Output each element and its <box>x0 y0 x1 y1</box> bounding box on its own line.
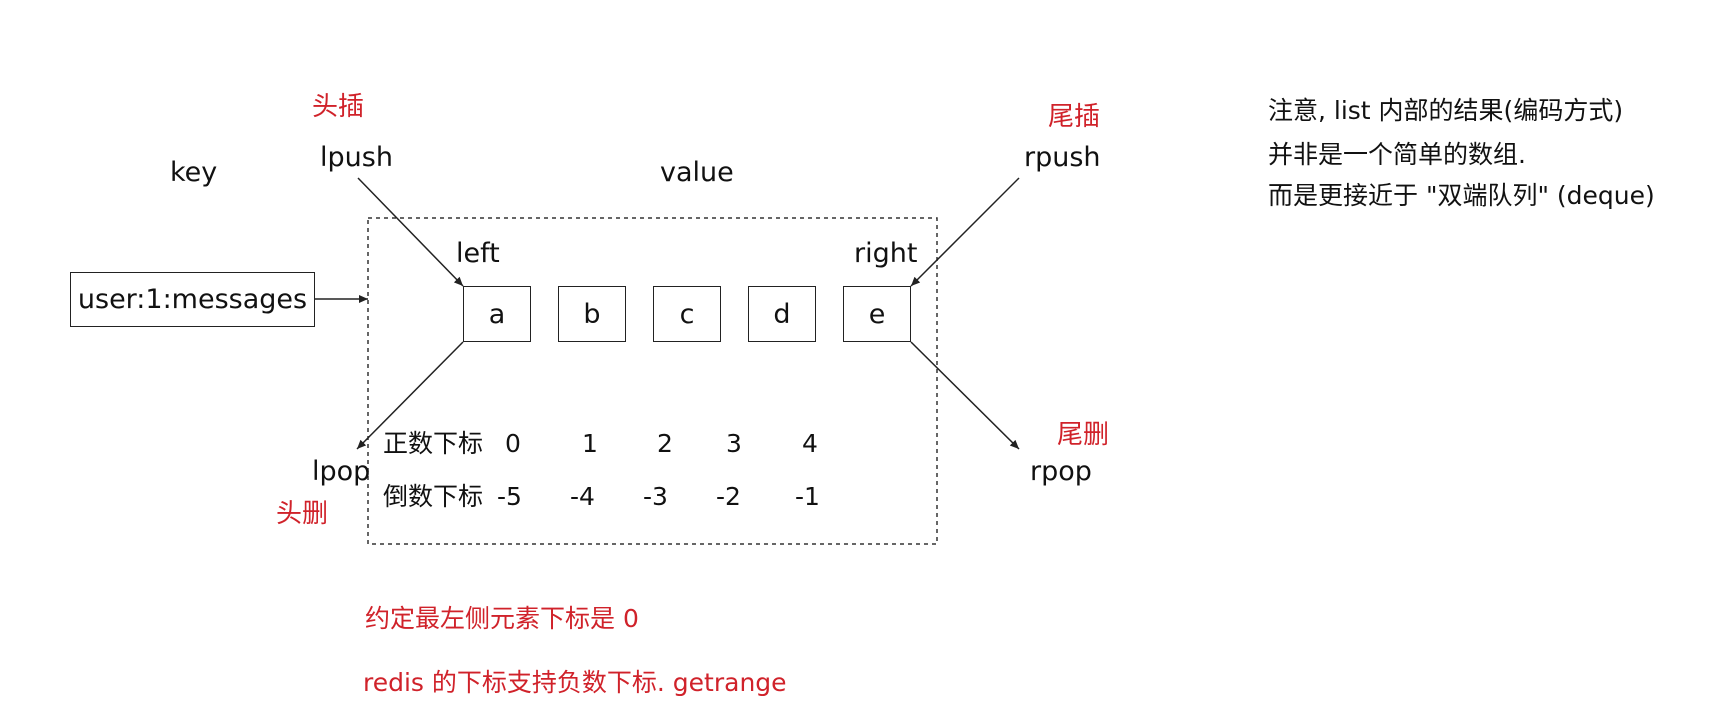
negative-index-note: redis 的下标支持负数下标. getrange <box>363 668 787 697</box>
list-element-d: d <box>748 286 816 342</box>
key-label: key <box>170 157 218 188</box>
list-element-c: c <box>653 286 721 342</box>
rpop-label: rpop <box>1030 456 1092 487</box>
lpush-label: lpush <box>320 142 393 173</box>
rpop-arrow <box>910 341 1020 450</box>
negative-index-0: -5 <box>497 482 522 511</box>
side-note-line-1: 注意, list 内部的结果(编码方式) <box>1268 96 1624 125</box>
negative-index-label: 倒数下标 <box>383 482 484 511</box>
positive-index-0: 0 <box>505 429 521 458</box>
positive-index-4: 4 <box>802 429 818 458</box>
value-dashed-container <box>367 217 938 545</box>
head-insert-label: 头插 <box>312 92 365 122</box>
negative-index-2: -3 <box>643 482 668 511</box>
positive-index-label: 正数下标 <box>383 429 484 458</box>
negative-index-3: -2 <box>716 482 741 511</box>
list-element-b: b <box>558 286 626 342</box>
lpop-arrow <box>356 341 464 450</box>
right-label: right <box>854 238 918 269</box>
list-element-e: e <box>843 286 911 342</box>
rpush-label: rpush <box>1024 142 1101 173</box>
negative-index-4: -1 <box>795 482 820 511</box>
positive-index-1: 1 <box>582 429 598 458</box>
value-label: value <box>660 157 734 188</box>
list-element-a: a <box>463 286 531 342</box>
lpush-arrow <box>357 177 464 287</box>
lpop-label: lpop <box>312 456 371 487</box>
positive-index-3: 3 <box>726 429 742 458</box>
head-delete-label: 头删 <box>276 499 329 529</box>
left-label: left <box>456 238 500 269</box>
tail-delete-label: 尾删 <box>1057 420 1110 450</box>
side-note-line-3: 而是更接近于 "双端队列" (deque) <box>1268 181 1655 210</box>
side-note-line-2: 并非是一个简单的数组. <box>1268 140 1526 169</box>
zero-index-note: 约定最左侧元素下标是 0 <box>365 604 639 633</box>
positive-index-2: 2 <box>657 429 673 458</box>
tail-insert-label: 尾插 <box>1048 102 1101 132</box>
negative-index-1: -4 <box>570 482 595 511</box>
rpush-arrow <box>910 177 1020 287</box>
key-box: user:1:messages <box>70 272 315 327</box>
